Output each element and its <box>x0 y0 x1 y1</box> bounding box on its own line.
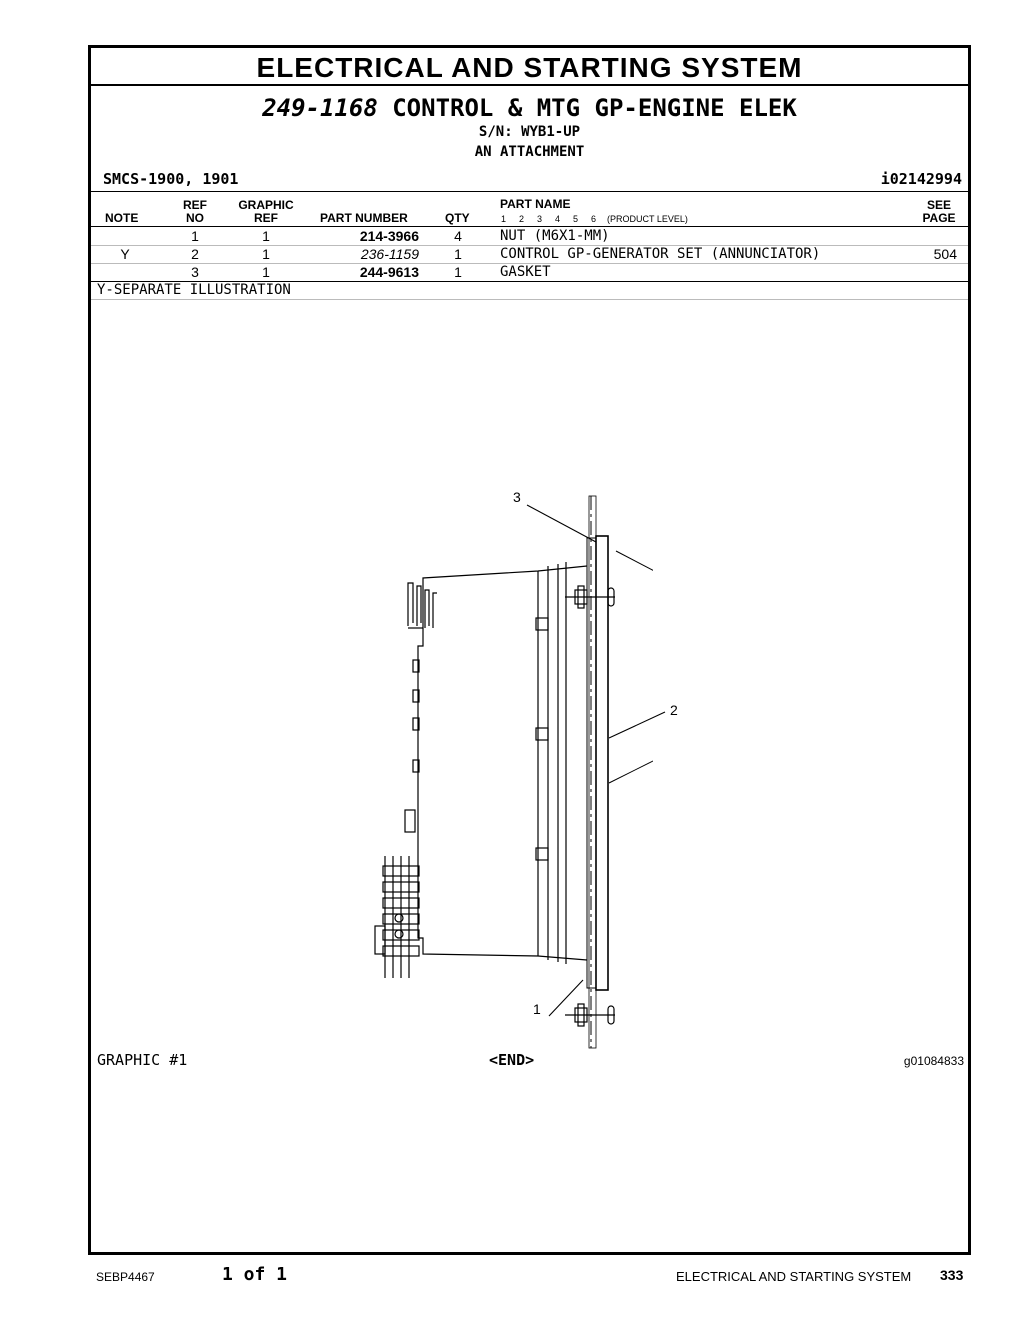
table-footnote: Y-SEPARATE ILLUSTRATION <box>97 282 291 298</box>
col-note: NOTE <box>105 211 139 225</box>
product-level-5: 5 <box>573 214 579 224</box>
product-level-6: 6 <box>591 214 597 224</box>
col-see-page-1: SEE <box>926 198 951 212</box>
col-graphic-2: REF <box>254 211 278 225</box>
row-part-name: NUT (M6X1-MM) <box>500 228 610 244</box>
col-qty: QTY <box>445 211 470 225</box>
group-name: CONTROL & MTG GP-ENGINE ELEK <box>392 94 797 122</box>
product-level-4: 4 <box>555 214 561 224</box>
smcs-codes: SMCS-1900, 1901 <box>103 170 239 188</box>
illustration-id: i02142994 <box>880 170 962 188</box>
header-bottom-rule <box>91 226 968 227</box>
row-ref: 2 <box>191 246 199 262</box>
row-qty: 4 <box>454 228 462 244</box>
col-graphic-1: GRAPHIC <box>238 198 294 212</box>
footnote-rule <box>91 299 968 300</box>
footer-section: ELECTRICAL AND STARTING SYSTEM <box>676 1269 912 1284</box>
product-level-2: 2 <box>519 214 525 224</box>
callout-1: 1 <box>533 1001 541 1017</box>
row-qty: 1 <box>454 246 462 262</box>
col-part-number: PART NUMBER <box>320 211 408 225</box>
callout-3: 3 <box>513 489 521 505</box>
row-qty: 1 <box>454 264 462 280</box>
footer-doc-id: SEBP4467 <box>96 1270 155 1284</box>
row-graphic: 1 <box>262 228 270 244</box>
row-part-number: 214-3966 <box>359 228 419 244</box>
row-ref: 3 <box>191 264 199 280</box>
serial-range: S/N: WYB1-UP <box>478 124 581 140</box>
col-ref-1: REF <box>183 198 207 212</box>
table-top-rule <box>91 191 968 192</box>
row-part-number: 236-1159 <box>360 246 419 262</box>
graphic-label: GRAPHIC #1 <box>97 1051 188 1069</box>
row-rule <box>91 245 968 246</box>
footer-page-of: 1 of 1 <box>222 1264 288 1285</box>
end-marker: <END> <box>489 1051 535 1069</box>
row-see-page: 504 <box>933 246 957 262</box>
col-part-name: PART NAME <box>500 197 571 211</box>
row-part-name: GASKET <box>500 264 551 280</box>
group-number: 249-1168 <box>262 94 378 122</box>
row-graphic: 1 <box>262 246 270 262</box>
col-ref-2: NO <box>186 211 204 225</box>
row-rule <box>91 263 968 264</box>
col-see-page-2: PAGE <box>922 211 956 225</box>
footer-page-number: 333 <box>940 1267 964 1283</box>
attachment-label: AN ATTACHMENT <box>474 144 585 160</box>
title-divider <box>91 84 968 86</box>
graphic-id: g01084833 <box>903 1054 964 1068</box>
page-frame: ELECTRICAL AND STARTING SYSTEM 249-1168 … <box>88 45 971 1255</box>
product-level-3: 3 <box>537 214 543 224</box>
row-graphic: 1 <box>262 264 270 280</box>
parts-illustration <box>374 495 653 1049</box>
row-part-name: CONTROL GP-GENERATOR SET (ANNUNCIATOR) <box>500 246 821 262</box>
row-ref: 1 <box>191 228 199 244</box>
callout-2: 2 <box>670 702 678 718</box>
row-part-number: 244-9613 <box>359 264 419 280</box>
product-level-label: (PRODUCT LEVEL) <box>607 214 688 224</box>
callout-leaders <box>526 504 666 1017</box>
table-bottom-rule <box>91 281 968 282</box>
row-note: Y <box>120 246 130 262</box>
group-title: 249-1168 CONTROL & MTG GP-ENGINE ELEK <box>91 94 968 122</box>
main-title: ELECTRICAL AND STARTING SYSTEM <box>256 52 803 83</box>
product-level-1: 1 <box>501 214 507 224</box>
